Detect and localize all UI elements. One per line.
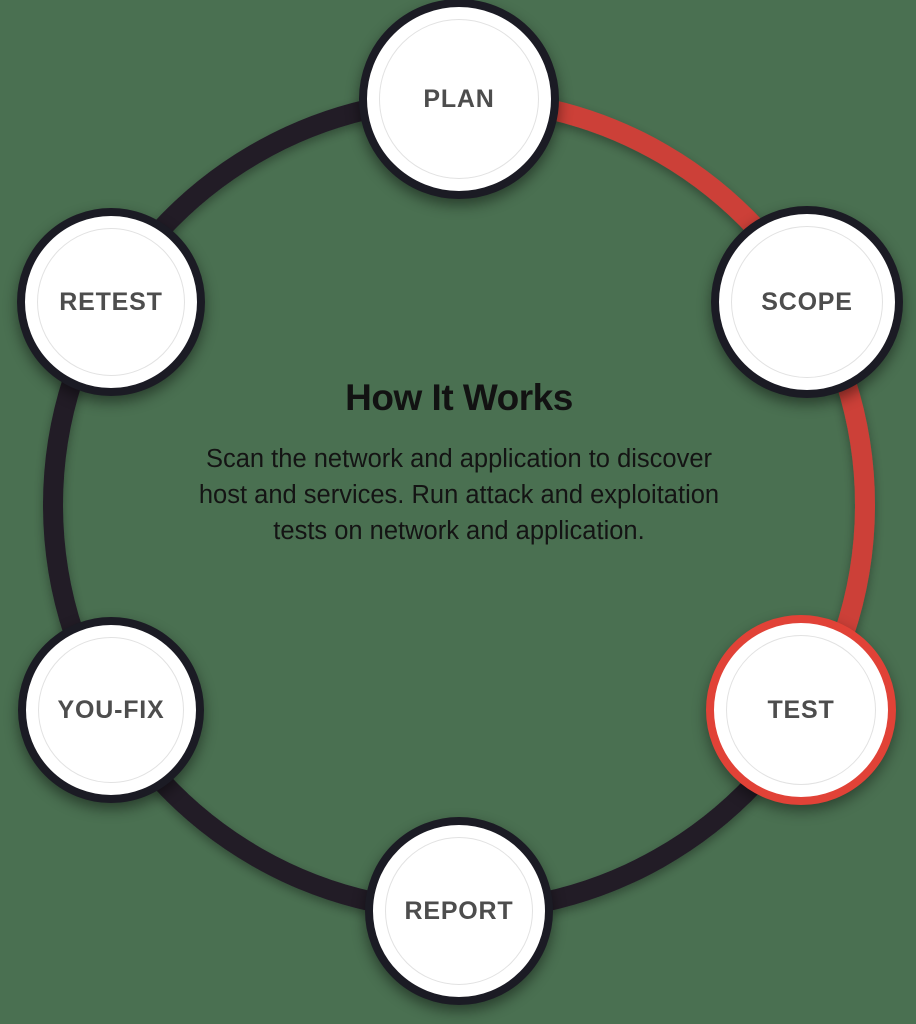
center-description: Scan the network and application to disc… xyxy=(198,444,720,546)
cycle-node-test[interactable]: TEST xyxy=(706,615,896,805)
cycle-arc-scope-to-test xyxy=(834,377,875,638)
cycle-node-label-you-fix: YOU-FIX xyxy=(57,695,165,724)
cycle-arc-retest-to-plan xyxy=(152,99,371,238)
cycle-arc-plan-to-scope xyxy=(547,99,765,237)
cycle-arc-test-to-report xyxy=(542,776,762,912)
cycle-node-retest[interactable]: RETEST xyxy=(17,208,205,396)
cycle-arc-youfix-to-retest xyxy=(43,376,84,637)
cycle-node-label-retest: RETEST xyxy=(59,287,163,316)
cycle-node-label-scope: SCOPE xyxy=(761,287,853,316)
center-text-block: How It Works Scan the network and applic… xyxy=(178,377,740,549)
page-title: How It Works xyxy=(345,377,573,418)
cycle-node-label-test: TEST xyxy=(767,695,835,724)
cycle-node-you-fix[interactable]: YOU-FIX xyxy=(18,617,204,803)
cycle-node-scope[interactable]: SCOPE xyxy=(711,206,903,398)
cycle-arc-report-to-youfix xyxy=(152,772,376,912)
cycle-node-plan[interactable]: PLAN xyxy=(359,0,559,199)
cycle-node-label-plan: PLAN xyxy=(423,84,495,113)
cycle-node-report[interactable]: REPORT xyxy=(365,817,553,1005)
cycle-node-label-report: REPORT xyxy=(404,896,514,925)
